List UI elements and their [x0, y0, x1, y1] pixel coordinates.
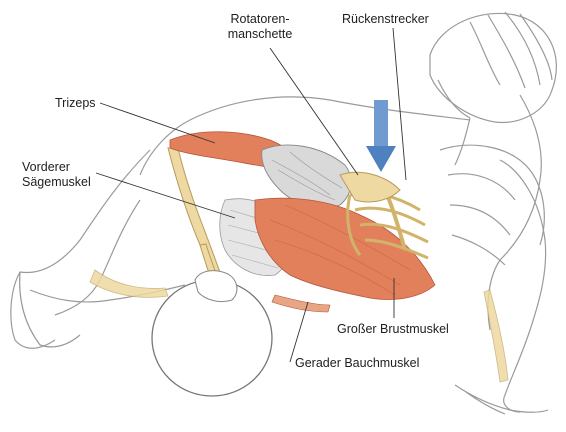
label-gerader-bauchmuskel: Gerader Bauchmuskel	[295, 356, 420, 370]
rectus-abdominis	[271, 294, 331, 313]
label-trizeps: Trizeps	[55, 96, 96, 110]
label-rotatorenmanschette: Rotatoren- manschette	[227, 12, 293, 41]
scapula	[339, 171, 401, 203]
label-rueckenstrecker: Rückenstrecker	[342, 12, 429, 26]
hand-on-ball	[194, 270, 238, 303]
label-grosser-brustmuskel: Großer Brustmuskel	[337, 322, 449, 336]
label-vorderer-saegemuskel: Vorderer Sägemuskel	[22, 160, 91, 189]
leg-bones	[89, 269, 509, 383]
direction-arrow	[366, 100, 396, 172]
arm-bones	[167, 147, 223, 289]
muscles	[169, 131, 436, 313]
leader-lines	[95, 27, 407, 363]
rib-cage	[346, 189, 429, 260]
pectoral-muscle	[254, 197, 436, 300]
deltoid-muscle	[261, 144, 352, 209]
